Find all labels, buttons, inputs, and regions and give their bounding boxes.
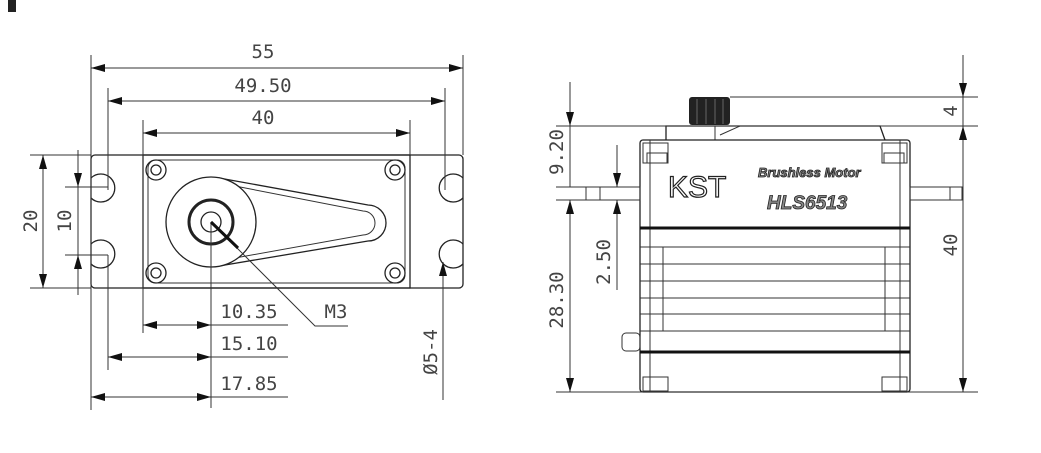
brushless-motor-label: Brushless Motor bbox=[758, 165, 862, 180]
dim-spline-height: 4 bbox=[940, 105, 962, 116]
dim-top-to-flange: 9.20 bbox=[546, 129, 568, 175]
dim-shaft-from-body: 10.35 bbox=[220, 301, 277, 323]
left-mount-ear bbox=[585, 186, 641, 201]
dim-flange-thickness: 2.50 bbox=[593, 239, 615, 285]
side-view: KST Brushless Motor HLS6513 9.20 2.50 28… bbox=[546, 55, 978, 393]
dim-shaft-from-edge: 17.85 bbox=[220, 373, 277, 395]
servo-horn bbox=[165, 176, 387, 268]
right-mount-ear bbox=[909, 186, 963, 201]
dim-flange-height: 20 bbox=[20, 210, 42, 233]
dim-screw-thread: M3 bbox=[325, 301, 348, 323]
dim-hole-spacing: 49.50 bbox=[234, 75, 291, 97]
screw-icons bbox=[145, 159, 406, 284]
dim-shaft-from-hole: 15.10 bbox=[220, 333, 277, 355]
dim-body-width: 40 bbox=[252, 107, 275, 129]
front-view: 55 49.50 40 20 10 10.35 15.10 17.85 M3 Ø… bbox=[20, 41, 464, 410]
dim-overall-width: 55 bbox=[252, 41, 275, 63]
corner-mark bbox=[8, 0, 16, 12]
mount-hole-icons bbox=[90, 173, 464, 269]
top-cap bbox=[665, 125, 886, 141]
dim-body-height: 40 bbox=[940, 234, 962, 257]
kst-logo: KST bbox=[668, 171, 726, 204]
dim-hole-vertical-spacing: 10 bbox=[54, 210, 76, 233]
dim-flange-to-bottom: 28.30 bbox=[546, 271, 568, 328]
model-label: HLS6513 bbox=[767, 193, 848, 214]
dim-hole-diameter: Ø5-4 bbox=[420, 329, 442, 375]
cable-exit bbox=[621, 332, 641, 352]
spline-knob bbox=[689, 97, 730, 125]
